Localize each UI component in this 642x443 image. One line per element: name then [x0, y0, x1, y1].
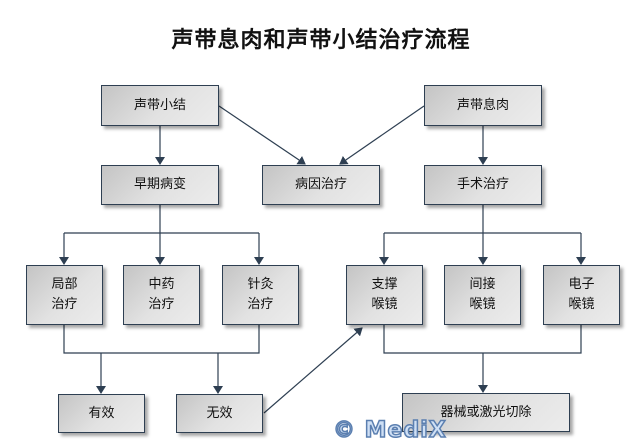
node-label: 病因治疗: [294, 177, 347, 192]
node-label: 早期病变: [133, 177, 186, 192]
node-cause-treatment: 病因治疗: [262, 165, 380, 205]
node-indirect-laryngoscope: 间接喉镜: [444, 265, 521, 325]
node-vocal-nodule: 声带小结: [101, 85, 219, 126]
node-support-laryngoscope: 支撑喉镜: [346, 265, 423, 325]
node-label-line: 治疗: [51, 297, 78, 312]
node-label: 声带息肉: [456, 97, 509, 113]
node-label: 手术治疗: [456, 177, 509, 192]
node-label-line: 局部: [51, 277, 78, 292]
node-label-line: 中药: [148, 277, 175, 292]
node-early-lesion: 早期病变: [101, 165, 219, 205]
node-label-line: 治疗: [148, 297, 175, 312]
node-label-line: 治疗: [247, 297, 274, 312]
node-local-treatment: 局部治疗: [26, 265, 103, 325]
node-effective: 有效: [58, 394, 145, 433]
node-label: 声带小结: [133, 97, 186, 113]
node-label-line: 喉镜: [469, 297, 496, 312]
node-electronic-laryngoscope: 电子喉镜: [543, 265, 620, 325]
node-acupuncture-treatment: 针灸治疗: [222, 265, 299, 325]
arrow-ineffective-support: [263, 327, 363, 414]
watermark: © MediX: [332, 417, 447, 443]
connector-left-merge: [63, 325, 260, 354]
node-label-line: 喉镜: [568, 297, 595, 312]
node-label-line: 喉镜: [371, 297, 398, 312]
node-vocal-polyp: 声带息肉: [424, 85, 542, 126]
node-label-line: 电子: [568, 277, 595, 292]
node-label: 器械或激光切除: [440, 404, 532, 420]
node-label-line: 支撑: [371, 277, 398, 292]
arrow-polyp-cause: [339, 105, 425, 165]
node-label-line: 针灸: [247, 277, 274, 292]
node-label-line: 间接: [469, 277, 496, 292]
arrow-nodule-cause: [218, 105, 306, 165]
node-ineffective: 无效: [176, 394, 263, 433]
node-excision: 器械或激光切除: [402, 393, 570, 432]
node-herbal-treatment: 中药治疗: [123, 265, 200, 325]
connector-right-merge: [383, 325, 582, 354]
page-title: 声带息肉和声带小结治疗流程: [171, 28, 471, 53]
node-label: 有效: [88, 405, 115, 421]
node-label: 无效: [206, 405, 233, 421]
node-surgery: 手术治疗: [424, 165, 542, 205]
